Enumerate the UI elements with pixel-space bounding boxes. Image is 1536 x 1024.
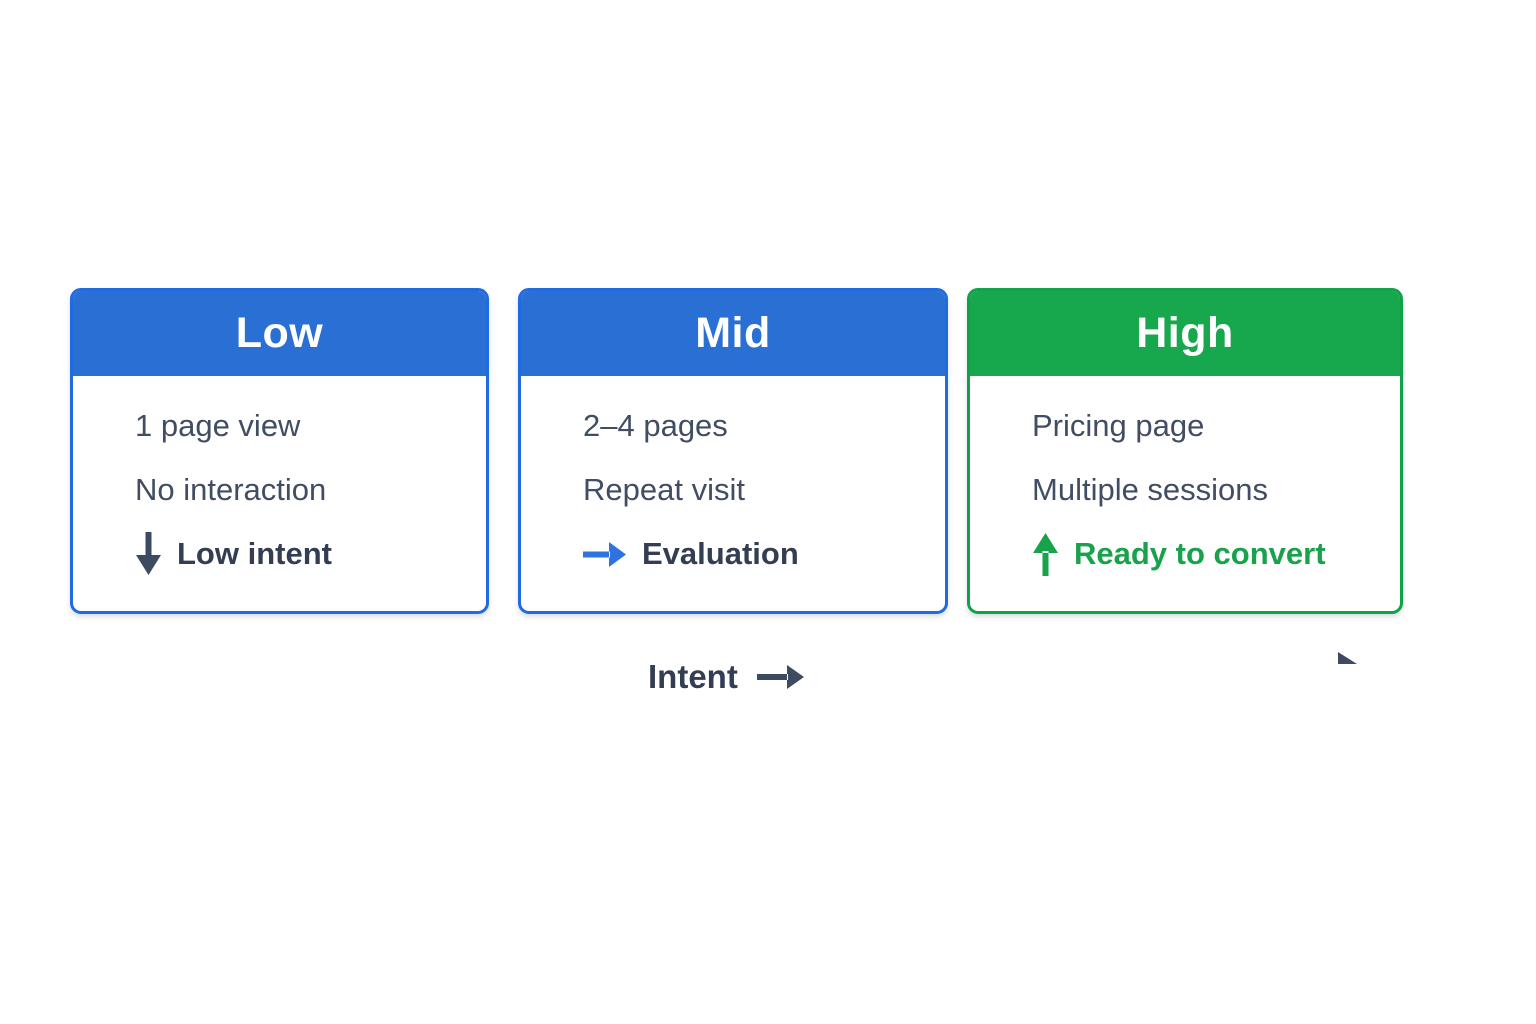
arrow-up-icon (1032, 532, 1059, 576)
arrow-down-icon (135, 532, 162, 576)
card-high-body: Pricing page Multiple sessions Ready to … (970, 376, 1400, 586)
card-high-highlight: Ready to convert (1032, 522, 1386, 586)
cursor-artifact (1338, 652, 1357, 664)
card-low-body: 1 page view No interaction Low intent (73, 376, 486, 586)
card-low-highlight: Low intent (135, 522, 472, 586)
card-low-item: 1 page view (135, 408, 301, 443)
arrow-right-icon (583, 541, 627, 568)
card-low: Low 1 page view No interaction Low inten… (70, 288, 489, 614)
card-mid-item: 2–4 pages (583, 408, 728, 443)
card-low-item: No interaction (135, 472, 327, 507)
card-high: High Pricing page Multiple sessions Read… (967, 288, 1403, 614)
card-high-highlight-label: Ready to convert (1074, 536, 1326, 571)
intent-axis-label: Intent (648, 658, 738, 695)
card-mid: Mid 2–4 pages Repeat visit Evaluation (518, 288, 948, 614)
card-high-title: High (970, 291, 1400, 376)
card-high-item: Multiple sessions (1032, 472, 1269, 507)
card-mid-body: 2–4 pages Repeat visit Evaluation (521, 376, 945, 586)
arrow-right-icon (755, 664, 805, 690)
card-high-item: Pricing page (1032, 408, 1205, 443)
card-mid-title: Mid (521, 291, 945, 376)
card-low-title: Low (73, 291, 486, 376)
card-mid-highlight-label: Evaluation (642, 536, 799, 571)
card-mid-highlight: Evaluation (583, 522, 931, 586)
intent-axis: Intent (648, 658, 805, 696)
card-low-highlight-label: Low intent (177, 536, 332, 571)
card-mid-item: Repeat visit (583, 472, 745, 507)
